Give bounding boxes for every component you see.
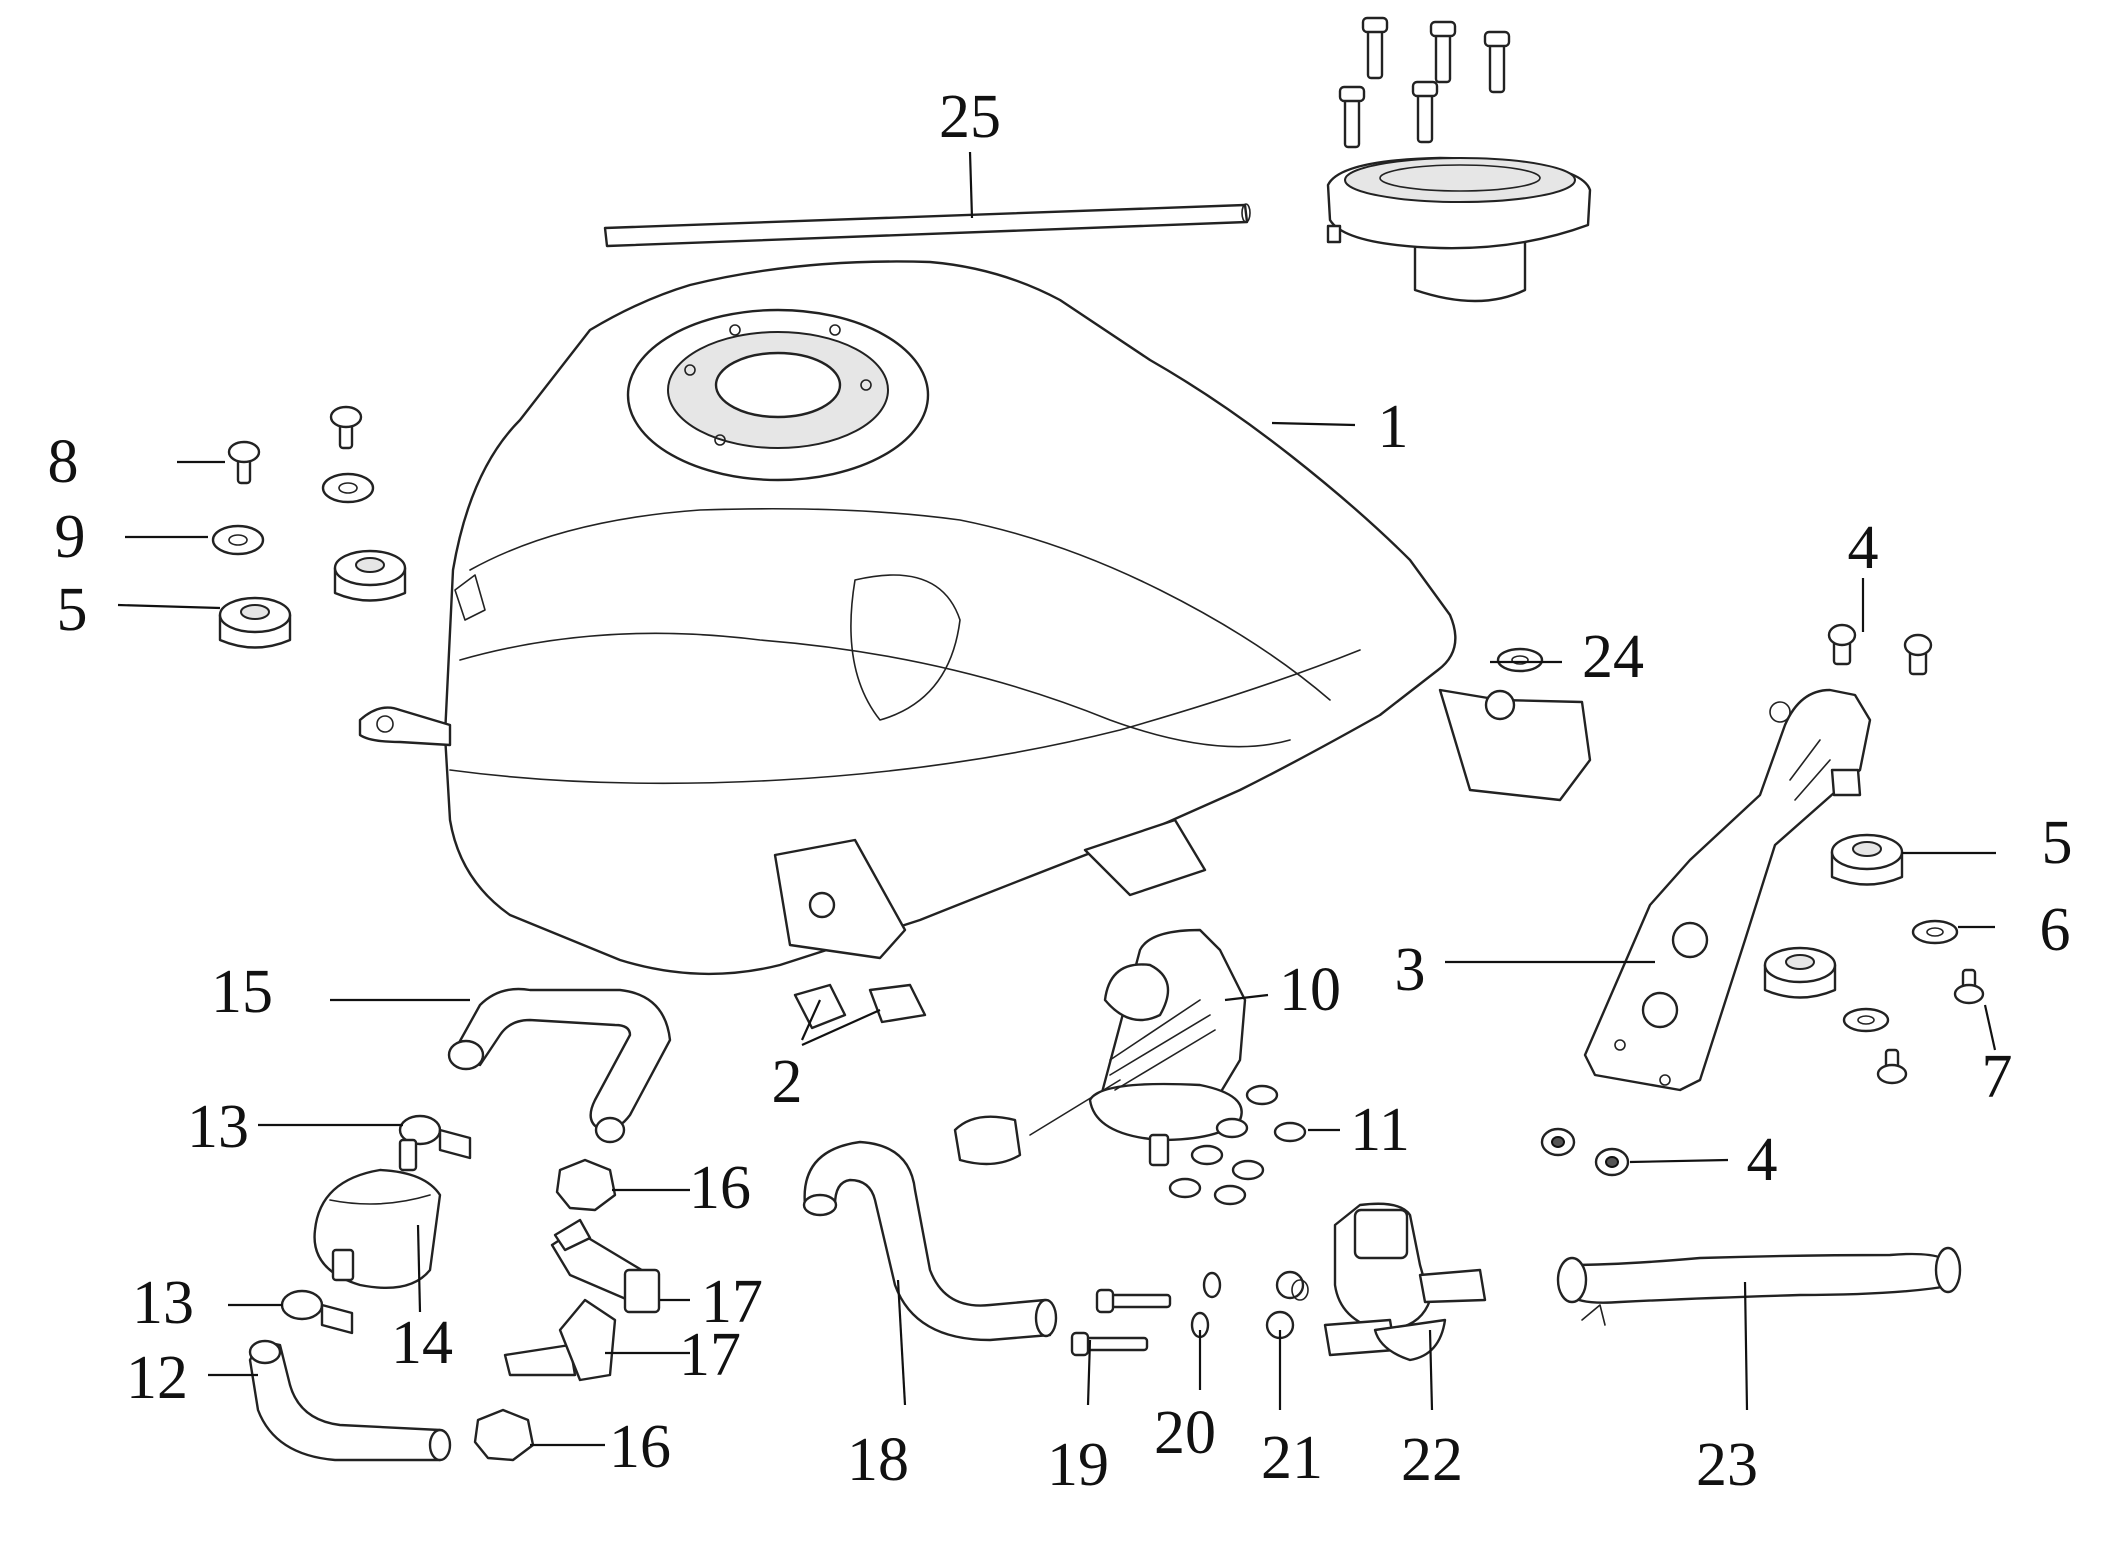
part-9-washers (211, 472, 375, 556)
callout-15: 15 (211, 958, 273, 1026)
callout-25: 25 (939, 83, 1001, 151)
part-14-filter (313, 1138, 442, 1289)
callout-4-top: 4 (1848, 514, 1879, 582)
callout-14: 14 (391, 1309, 453, 1377)
callout-22: 22 (1401, 1426, 1463, 1494)
callout-3: 3 (1395, 936, 1426, 1004)
callout-17-bottom: 17 (679, 1321, 741, 1389)
fuel-cap-assembly (1326, 16, 1592, 303)
callout-18: 18 (847, 1426, 909, 1494)
part-5-grommets-left (218, 549, 407, 649)
part-13-clamps (280, 1114, 472, 1335)
part-12-hose (248, 1339, 452, 1462)
part-6-washers (1842, 919, 1959, 1033)
part-15-hose (447, 987, 672, 1144)
callout-10: 10 (1279, 956, 1341, 1024)
callout-4-bottom: 4 (1747, 1126, 1778, 1194)
part-3-bracket (1583, 688, 1872, 1092)
callout-5-left: 5 (57, 576, 88, 644)
part-24-washer (1496, 647, 1544, 673)
part-21-nuts (1265, 1270, 1305, 1340)
part-11-nuts (1168, 1084, 1307, 1206)
part-7-bolts (1876, 968, 1985, 1085)
part-23-hose (1556, 1246, 1962, 1326)
callout-13-top: 13 (187, 1093, 249, 1161)
part-8-bolts (227, 405, 363, 485)
part-17-fittings (503, 1218, 661, 1382)
callout-11: 11 (1350, 1096, 1410, 1164)
callout-12: 12 (126, 1344, 188, 1412)
callout-labels: 25 1 8 9 5 24 4 5 6 7 3 4 10 11 2 15 13 … (48, 83, 2073, 1499)
callout-1: 1 (1378, 393, 1409, 461)
callout-9: 9 (55, 503, 86, 571)
part-20-washers (1190, 1271, 1222, 1339)
callout-21: 21 (1261, 1424, 1323, 1492)
callout-24: 24 (1582, 623, 1644, 691)
part-19-bolts (1070, 1288, 1172, 1357)
part-5-grommets-right (1763, 833, 1904, 999)
part-22-valve (1291, 1202, 1487, 1362)
part-18-hose (802, 1140, 1058, 1342)
callout-6: 6 (2040, 896, 2071, 964)
callout-20: 20 (1154, 1399, 1216, 1467)
callout-2: 2 (772, 1048, 803, 1116)
part-16-clamps (473, 1158, 617, 1462)
leader-lines (117, 151, 1997, 1447)
callout-16-top: 16 (689, 1154, 751, 1222)
callout-17-top: 17 (701, 1268, 763, 1336)
part-25-rod (603, 203, 1251, 248)
callout-23: 23 (1696, 1431, 1758, 1499)
callout-8: 8 (48, 428, 79, 496)
callout-19: 19 (1047, 1431, 1109, 1499)
callout-16-bottom: 16 (609, 1413, 671, 1481)
part-2-clips (793, 983, 927, 1030)
callout-7: 7 (1982, 1043, 2013, 1111)
part-10-fuel-pump (953, 928, 1247, 1167)
part-4-nuts (1540, 623, 1933, 1177)
part-1-fuel-tank (358, 260, 1592, 976)
callout-13-bottom: 13 (132, 1269, 194, 1337)
callout-5-right: 5 (2042, 809, 2073, 877)
